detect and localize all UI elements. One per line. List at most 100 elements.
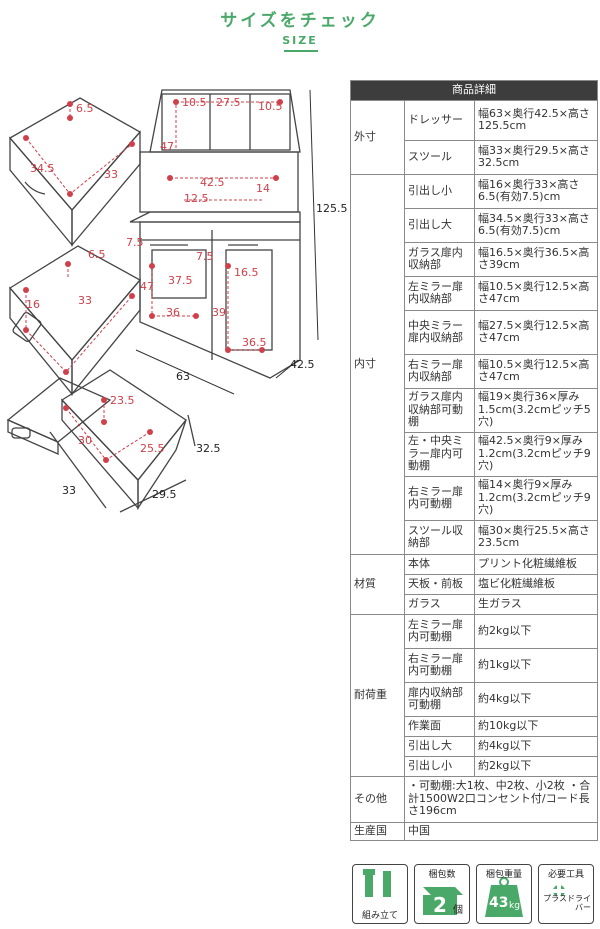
spec-value: 塩ビ化粧繊維板 [474, 573, 598, 595]
drawer-large-depth: 33 [78, 294, 92, 307]
sub-label: 右ミラー扉内可動棚 [404, 475, 475, 521]
spec-value: 幅27.5×奥行12.5×高さ47cm [474, 309, 598, 355]
stool-inner-width: 30 [78, 434, 92, 447]
dresser-glass-depth: 36.5 [242, 336, 267, 349]
tool-value: プラスドライバー [543, 894, 591, 912]
package-count-unit: 個 [453, 905, 463, 916]
sub-label: 作業面 [404, 715, 475, 737]
sub-label: ガラス [404, 593, 475, 615]
cat-inner: 内寸 [350, 173, 405, 555]
cat-origin: 生産国 [350, 821, 405, 841]
spec-value: 幅19×奥行36×厚み1.5cm(3.2cmピッチ5穴) [474, 387, 598, 433]
spec-value: 幅10.5×奥行12.5×高さ47cm [474, 275, 598, 311]
spec-value: 幅63×奥行42.5×高さ125.5cm [474, 99, 598, 141]
dresser-depth: 42.5 [290, 358, 315, 371]
dresser-right-shelf: 14 [256, 182, 270, 195]
cat-outer: 外寸 [350, 99, 405, 175]
dresser-mirror-right: 10.5 [258, 100, 283, 113]
weight-label: 梱包重量 [485, 870, 522, 880]
stool-width: 33 [62, 484, 76, 497]
spec-value: 幅14×奥行9×厚み1.2cm(3.2cmピッチ9穴) [474, 475, 598, 521]
stool-inner-depth: 25.5 [140, 442, 165, 455]
tool-badge: 必要工具 プラスドライバー [538, 864, 594, 924]
spec-value: 生ガラス [474, 593, 598, 615]
spec-value: 幅16×奥行33×高さ6.5(有効7.5)cm [474, 173, 598, 209]
weight-value: 43 [489, 895, 509, 911]
weight-icon [485, 877, 523, 917]
spec-value: 幅16.5×奥行36.5×高さ39cm [474, 241, 598, 277]
sub-label: スツール [404, 139, 475, 175]
dresser-drawer-right-h: 7.5 [196, 250, 214, 263]
sub-label: 左ミラー扉内収納部 [404, 275, 475, 311]
screwdriver-icon [553, 885, 565, 897]
cat-material: 材質 [350, 553, 405, 615]
package-count-badge: 梱包数 2 個 [414, 864, 470, 924]
stool-height: 32.5 [196, 442, 221, 455]
spec-value: 約10kg以下 [474, 715, 598, 737]
drawer-small-depth: 33 [104, 168, 118, 181]
drawer-small-width: 34.5 [30, 162, 55, 175]
dresser-cabinet-height: 47 [140, 280, 154, 293]
dresser-cabinet-depth: 36 [166, 306, 180, 319]
spec-value: 約2kg以下 [474, 613, 598, 649]
furniture-drawing [6, 89, 319, 513]
dresser-shelf-width: 42.5 [200, 176, 225, 189]
sub-label: 引出し大 [404, 207, 475, 243]
spec-value: 幅30×奥行25.5×高さ23.5cm [474, 519, 598, 555]
sub-label: 中央ミラー扉内収納部 [404, 309, 475, 355]
spec-value: プリント化粧繊維板 [474, 553, 598, 575]
weight-badge: 梱包重量 43 kg [476, 864, 532, 924]
weight-unit: kg [509, 901, 520, 911]
cat-load: 耐荷重 [350, 613, 405, 777]
spec-value: 幅33×奥行29.5×高さ32.5cm [474, 139, 598, 175]
sub-label: ガラス扉内収納部可動棚 [404, 387, 475, 433]
sub-label: 本体 [404, 553, 475, 575]
spec-table: 商品詳細 外寸 ドレッサー 幅63×奥行42.5×高さ125.5cm スツール … [350, 80, 598, 841]
sub-label: 引出し大 [404, 735, 475, 757]
spec-value: ・可動棚:大1枚、中2枚、小2枚 ・合計1500W2口コンセント付/コード長さ1… [404, 775, 598, 823]
dresser-glass-width: 16.5 [234, 266, 259, 279]
dresser-mirror-left: 10.5 [182, 96, 207, 109]
page-title: サイズをチェック [220, 11, 380, 31]
assembly-badge: 組み立て [352, 864, 408, 924]
sub-label: 右ミラー扉内可動棚 [404, 647, 475, 683]
spec-value: 幅10.5×奥行12.5×高さ47cm [474, 353, 598, 389]
sub-label: スツール収納部 [404, 519, 475, 555]
sub-label: 左・中央ミラー扉内可動棚 [404, 431, 475, 477]
spec-value: 約4kg以下 [474, 735, 598, 757]
drawer-small-height: 6.5 [76, 102, 94, 115]
sub-label: 扉内収納部可動棚 [404, 681, 475, 717]
spec-value: 幅34.5×奥行33×高さ6.5(有効7.5)cm [474, 207, 598, 243]
sub-label: ガラス扉内収納部 [404, 241, 475, 277]
package-count-value: 2 [433, 893, 447, 917]
stool-inner-height: 23.5 [110, 394, 135, 407]
subtitle-underline [284, 50, 318, 52]
spec-table-header: 商品詳細 [350, 80, 598, 101]
sub-label: 天板・前板 [404, 573, 475, 595]
box-icon [423, 887, 463, 915]
sub-label: 引出し小 [404, 755, 475, 777]
stool-depth: 29.5 [152, 488, 177, 501]
dresser-width: 63 [176, 370, 190, 383]
sub-label: ドレッサー [404, 99, 475, 141]
assembly-tools-icon [363, 869, 391, 897]
dresser-shelf-depth: 12.5 [184, 192, 209, 205]
size-illustration: 6.5 34.5 33 6.5 16 33 23.5 30 25.5 33 29… [0, 60, 348, 520]
spec-value: 中国 [404, 821, 598, 841]
dresser-glass-height: 39 [212, 306, 226, 319]
page-subtitle: SIZE [282, 34, 318, 47]
badge-row: 組み立て 梱包数 2 個 梱包重量 43 kg 必要工具 プラスドライバー [352, 864, 598, 926]
dresser-mirror-center: 27.5 [216, 96, 241, 109]
spec-value: 幅42.5×奥行9×厚み1.2cm(3.2cmピッチ9穴) [474, 431, 598, 477]
spec-value: 約4kg以下 [474, 681, 598, 717]
dresser-cabinet-width: 37.5 [168, 274, 193, 287]
tool-label: 必要工具 [547, 870, 584, 880]
sub-label: 左ミラー扉内可動棚 [404, 613, 475, 649]
spec-value: 約2kg以下 [474, 755, 598, 777]
drawer-large-width: 16 [26, 298, 40, 311]
package-count-label: 梱包数 [428, 870, 456, 880]
sub-label: 右ミラー扉内収納部 [404, 353, 475, 389]
cat-other: その他 [350, 775, 405, 823]
dresser-height: 125.5 [316, 202, 348, 215]
spec-value: 約1kg以下 [474, 647, 598, 683]
